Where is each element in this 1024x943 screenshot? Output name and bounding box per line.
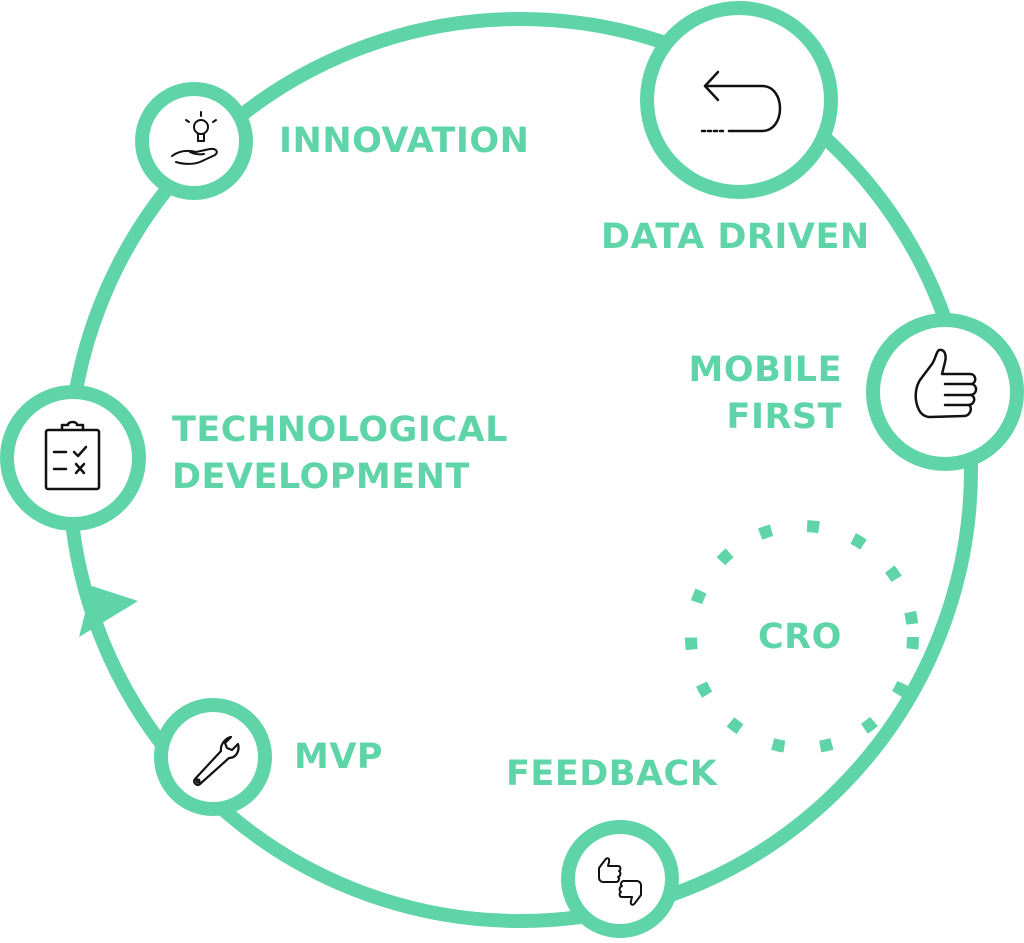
stage-label-line: FIRST	[726, 397, 842, 437]
stage-label-line: MOBILE	[688, 350, 842, 390]
stage-label-line: TECHNOLOGICAL	[172, 410, 508, 450]
wrench-icon	[193, 735, 240, 786]
stage-label-line: DATA DRIVEN	[601, 217, 870, 257]
stage-label-line: DEVELOPMENT	[172, 457, 470, 497]
stage-label-innovation: INNOVATION	[279, 118, 529, 165]
stage-label-cro: CRO	[758, 614, 842, 661]
stage-label-mobile-first: MOBILE FIRST	[689, 347, 843, 441]
thumbs-up-down-icon	[598, 857, 642, 906]
stage-label-line: INNOVATION	[279, 121, 530, 161]
mobile-first-node	[866, 313, 1024, 471]
thumbs-up-icon	[914, 348, 978, 419]
stage-label-data-driven: DATA DRIVEN	[601, 214, 870, 261]
innovation-node	[135, 82, 253, 200]
cycle-direction-arrow	[79, 586, 138, 637]
technological-development-node	[0, 385, 146, 531]
stage-label-feedback: FEEDBACK	[506, 751, 717, 798]
mvp-node	[154, 698, 272, 816]
data-driven-node	[640, 1, 838, 199]
stage-label-line: CRO	[758, 617, 842, 657]
feedback-node	[561, 820, 679, 938]
return-arrow-icon	[700, 70, 782, 133]
stage-label-mvp: MVP	[294, 734, 383, 781]
cro-dashed-circle	[685, 520, 919, 754]
stage-label-technological-development: TECHNOLOGICAL DEVELOPMENT	[172, 407, 508, 501]
stage-label-line: MVP	[294, 737, 384, 777]
clipboard-checklist-icon	[44, 420, 101, 491]
stage-label-line: FEEDBACK	[506, 754, 718, 794]
hand-lightbulb-icon	[171, 111, 218, 165]
